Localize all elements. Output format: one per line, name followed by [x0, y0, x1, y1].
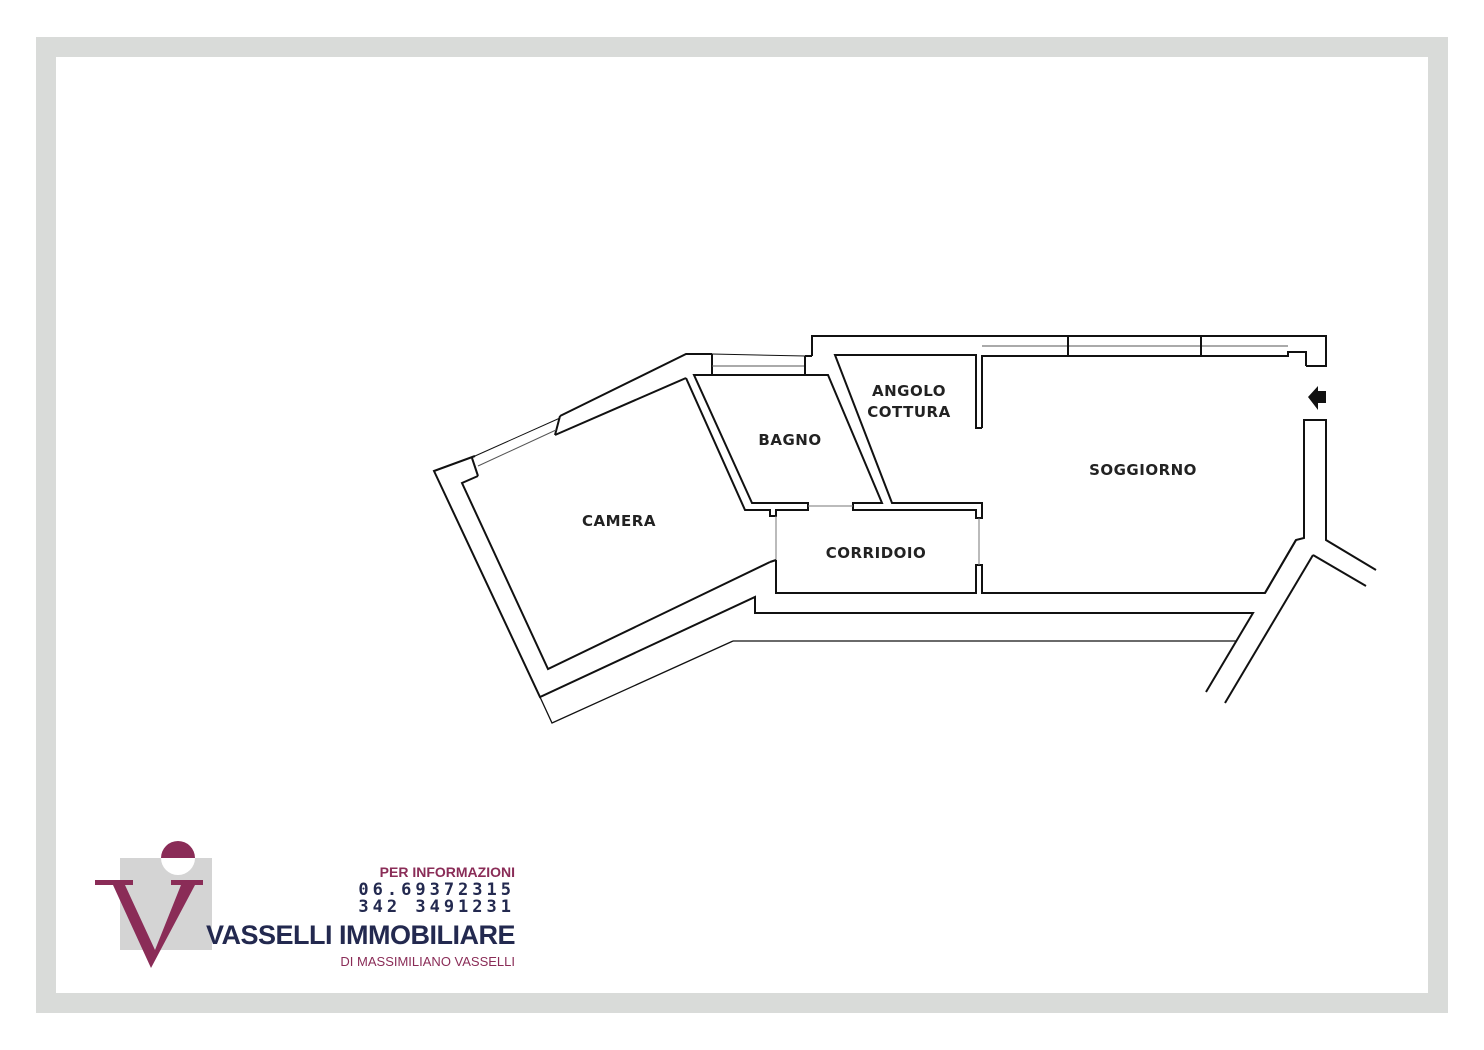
camera-inner-wall — [460, 475, 771, 671]
room-label-angolo-cottura: ANGOLO — [872, 382, 946, 400]
info-label: PER INFORMAZIONI — [379, 864, 515, 880]
page-frame — [36, 37, 1448, 1013]
phone-1: 06.69372315 — [358, 880, 515, 900]
agency-logo: PER INFORMAZIONI 06.69372315 342 3491231… — [95, 840, 516, 975]
logo-mark — [95, 841, 212, 968]
room-label-bagno: BAGNO — [758, 431, 821, 449]
phone-2: 342 3491231 — [358, 897, 515, 917]
agency-subtitle: DI MASSIMILIANO VASSELLI — [340, 954, 515, 969]
bagno-walls — [685, 354, 983, 519]
room-label-corridoio: CORRIDOIO — [826, 544, 926, 562]
room-label-angolo-cottura-2: COTTURA — [867, 403, 950, 421]
outer-wall-top — [811, 335, 1327, 367]
soggiorno-inner-wall — [775, 419, 1306, 594]
room-label-soggiorno: SOGGIORNO — [1089, 461, 1197, 479]
room-label-camera: CAMERA — [582, 512, 656, 530]
entrance-arrow-icon — [1308, 386, 1326, 410]
agency-name: VASSELLI IMMOBILIARE — [205, 920, 516, 950]
